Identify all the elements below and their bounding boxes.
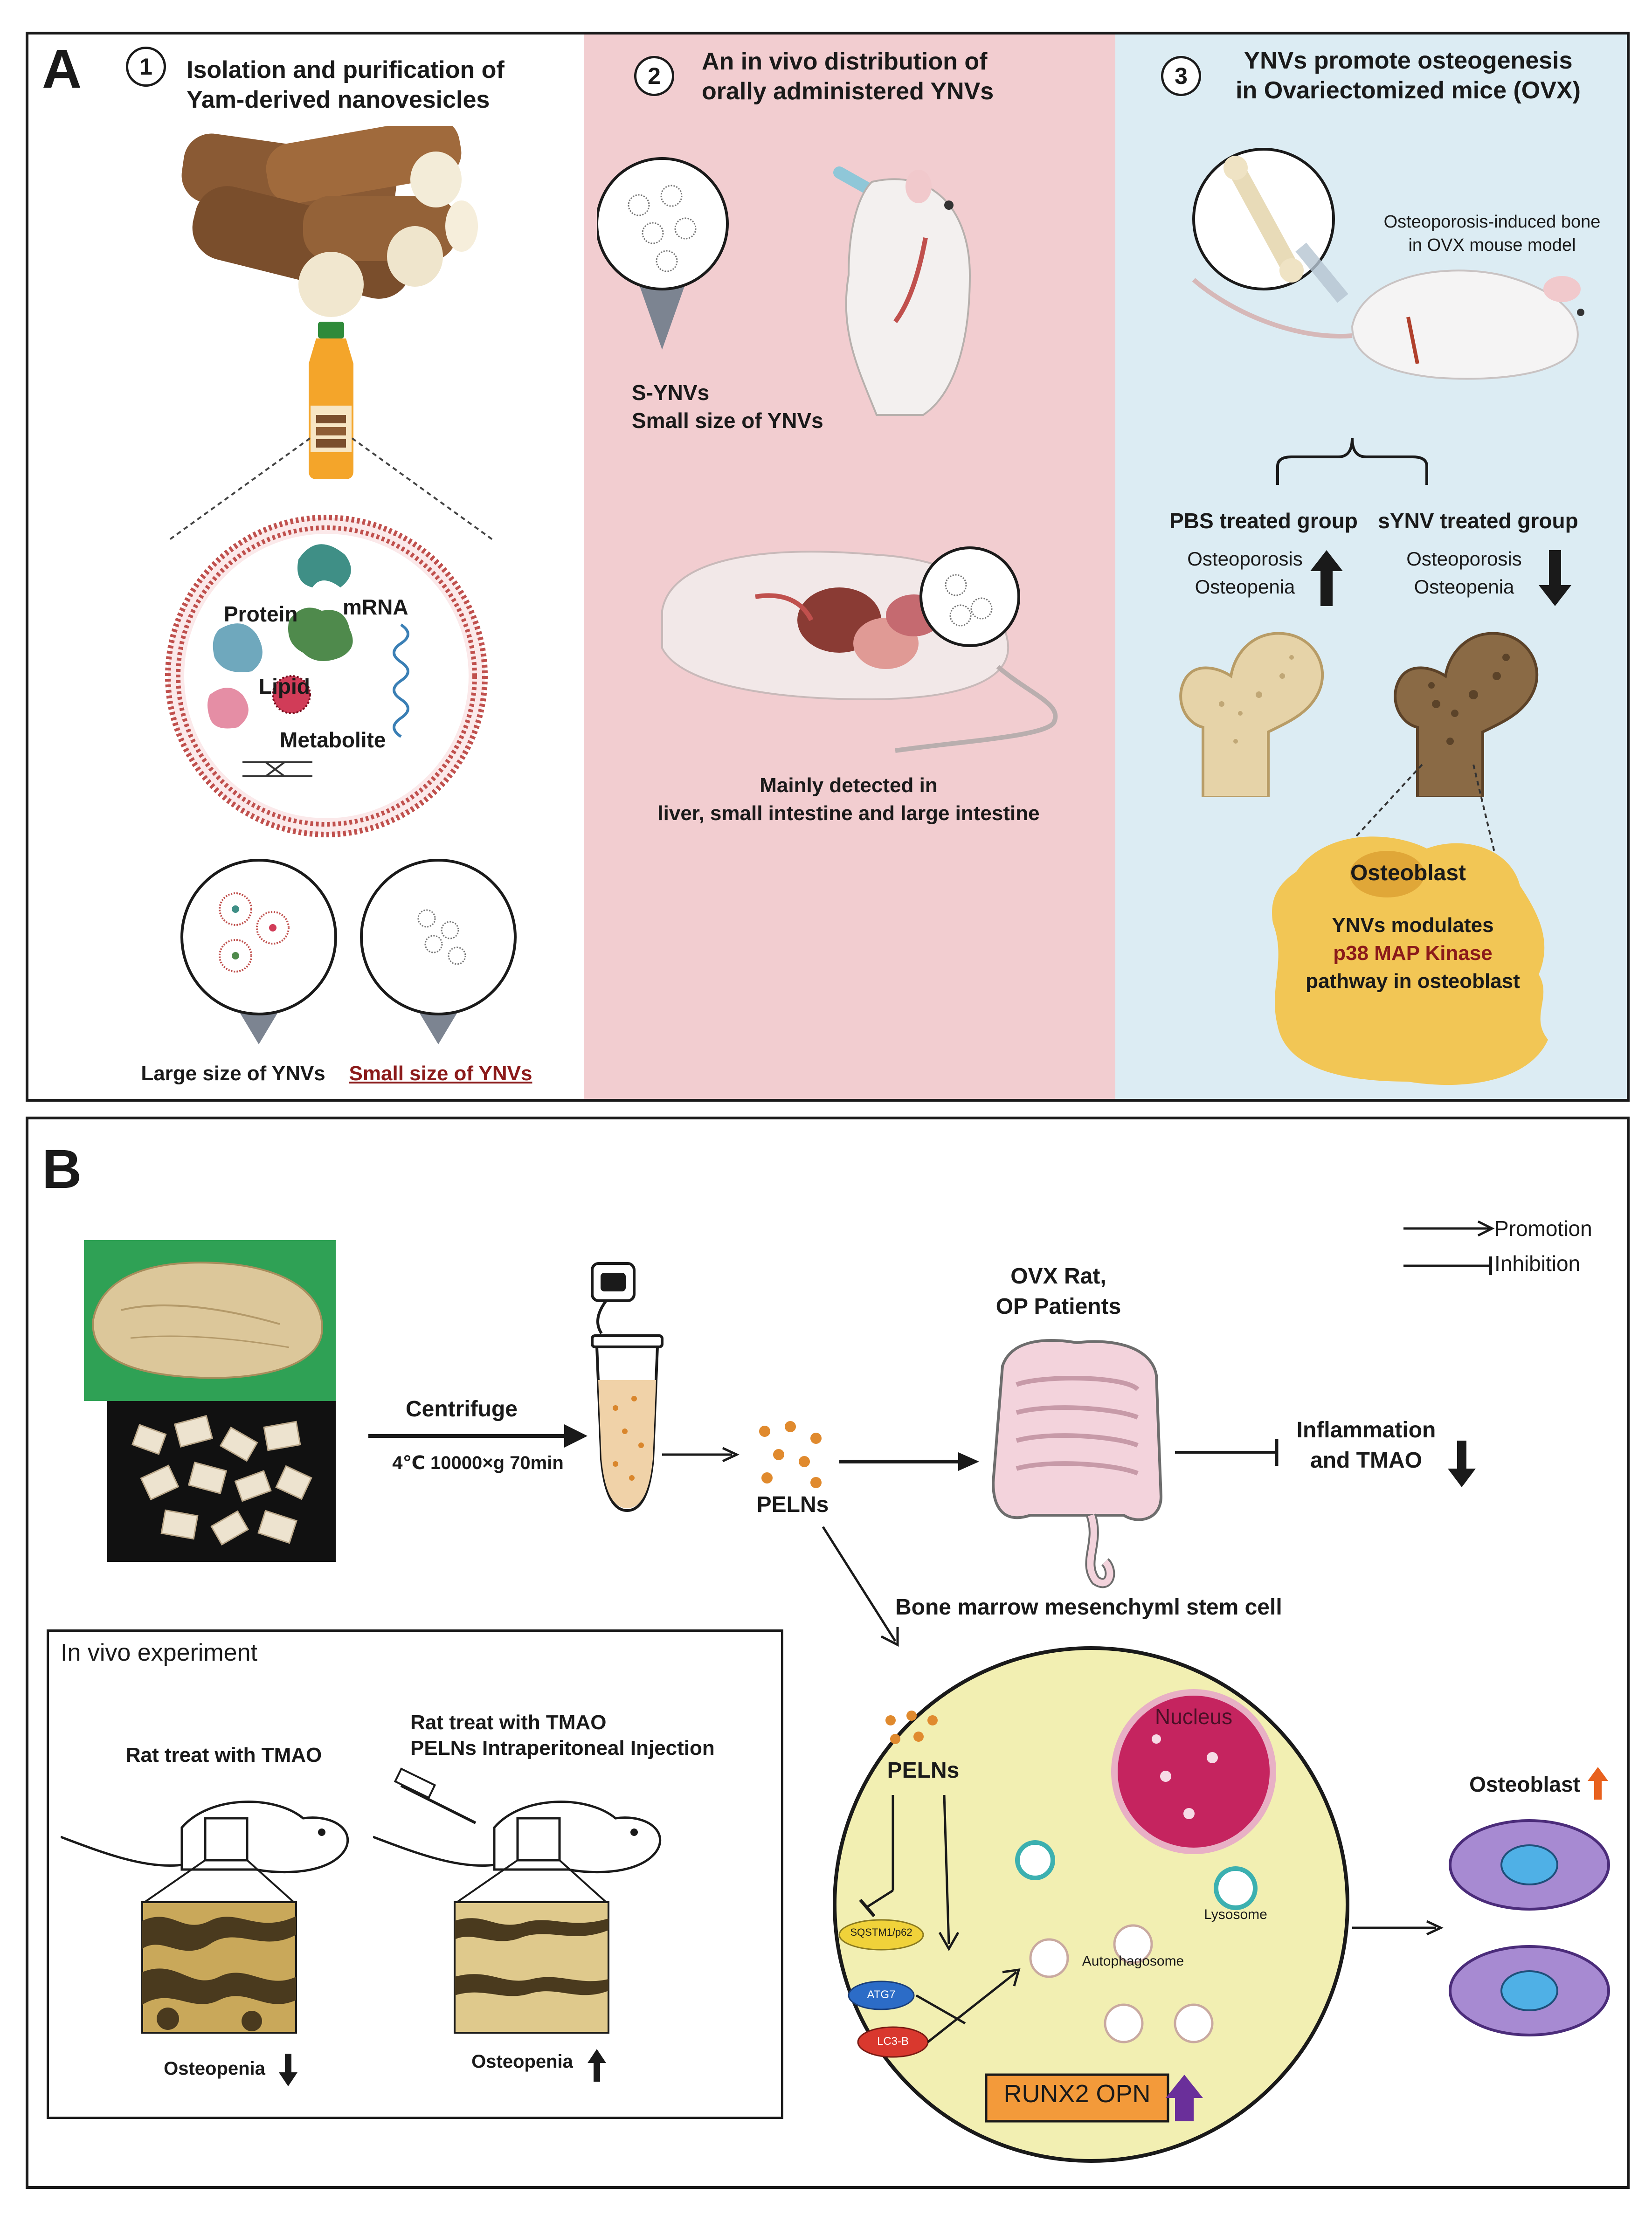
ynv-modulates-line2: p38 MAP Kinase (1333, 942, 1493, 965)
osteoblast-cell (1272, 836, 1548, 1085)
ovx-mouse-illustration (1192, 148, 1584, 380)
yam-roots-illustration (181, 126, 478, 317)
rat2-label-line2: PELNs Intraperitoneal Injection (410, 1737, 715, 1760)
osteoblast-zoom-lines (1314, 764, 1502, 882)
osteoblast-cells (1449, 1819, 1610, 2036)
col1-title-line2: Yam-derived nanovesicles (187, 86, 490, 113)
detection-label-line1: Mainly detected in (760, 774, 938, 797)
ovx-rat-label: OVX Rat, (1010, 1264, 1106, 1289)
pelns-to-gut-arrow (839, 1452, 979, 1471)
atg7-label: ATG7 (867, 1988, 896, 2001)
op-patients-label: OP Patients (995, 1294, 1121, 1319)
group-brace (1276, 438, 1428, 485)
col1-title-line1: Isolation and purification of (187, 56, 505, 83)
panel-a-frame (26, 32, 1630, 1102)
panel-b-frame (26, 1117, 1630, 2189)
synv-osteoporosis: Osteoporosis (1406, 548, 1522, 570)
juice-bottle-icon (309, 322, 353, 479)
osteopenia1-label: Osteopenia (164, 2058, 265, 2079)
osteopenia2-up-arrow-icon (588, 2049, 606, 2082)
synv-group-label: sYNV treated group (1378, 509, 1578, 533)
small-size-label: Small size of YNVs (349, 1062, 532, 1085)
synv-osteopenia: Osteopenia (1414, 576, 1514, 598)
s-ynvs-sublabel: Small size of YNVs (632, 408, 823, 433)
panel-b-letter: B (42, 1139, 82, 1200)
sqstm-label: SQSTM1/p62 (850, 1926, 912, 1938)
inflammation-down-arrow-icon (1448, 1441, 1476, 1487)
inflammation-label: Inflammation (1296, 1418, 1436, 1442)
zoom-lines-bottle (167, 437, 495, 542)
rat2-label-line1: Rat treat with TMAO (410, 1711, 607, 1734)
rat1-label: Rat treat with TMAO (125, 1744, 322, 1766)
intestine-illustration (991, 1339, 1163, 1588)
osteoblast-label-b: Osteoblast (1469, 1772, 1580, 1796)
detection-label-line2: liver, small intestine and large intesti… (657, 802, 1040, 825)
bone-note-line2: in OVX mouse model (1408, 235, 1576, 255)
osteopenia1-down-arrow-icon (279, 2054, 297, 2086)
small-ynv-magnifier (360, 859, 517, 1044)
pbs-osteoporosis: Osteoporosis (1187, 548, 1303, 570)
rat2-illustration (373, 1767, 662, 2034)
pbs-osteopenia: Osteopenia (1195, 576, 1295, 598)
yam-photo-whole (84, 1240, 336, 1401)
step-3-badge: 3 (1161, 56, 1201, 96)
nanovesicle-diagram (165, 515, 488, 837)
down-arrow-icon (1539, 550, 1571, 606)
rat1-illustration (61, 1801, 349, 2034)
lipid-label: Lipid (259, 674, 310, 698)
pelns-to-bmsc-arrow (822, 1526, 899, 1647)
invivo-title: In vivo experiment (61, 1639, 257, 1666)
pbs-group-label: PBS treated group (1169, 509, 1358, 533)
synv-femur-head (1394, 632, 1539, 797)
oral-gavage-illustration (597, 157, 971, 416)
ynv-modulates-line1: YNVs modulates (1332, 914, 1494, 937)
nucleus-label: Nucleus (1154, 1704, 1233, 1729)
legend-inhibition-label: Inhibition (1494, 1251, 1581, 1276)
panel-a-letter: A (42, 38, 82, 100)
step-2-badge: 2 (634, 56, 674, 96)
invivo-box (47, 1629, 783, 2119)
pelns-in-cell-label: PELNs (887, 1758, 960, 1783)
centrifuge-conditions: 4℃ 10000×g 70min (392, 1453, 564, 1473)
col2-title-line2: orally administered YNVs (702, 78, 994, 105)
legend-inhibition-bar (1403, 1256, 1492, 1275)
bmsc-cell (833, 1646, 1349, 2163)
large-size-label: Large size of YNVs (141, 1062, 325, 1085)
centrifuge-arrow (368, 1424, 588, 1448)
runx2-opn-label: RUNX2 OPN (1003, 2080, 1151, 2108)
autophagosome-label: Autophagosome (1082, 1953, 1184, 1969)
bone-note-line1: Osteoporosis-induced bone (1383, 212, 1601, 232)
osteopenia2-label: Osteopenia (471, 2051, 573, 2072)
pelns-label: PELNs (756, 1492, 829, 1517)
tmao-label: and TMAO (1310, 1448, 1422, 1473)
cell-to-osteoblast-arrow (1352, 1920, 1444, 1936)
col2-title-line1: An in vivo distribution of (702, 48, 988, 75)
tube-to-pelns-arrow (662, 1447, 740, 1463)
step-1-badge: 1 (126, 47, 166, 87)
col3-title-line2: in Ovariectomized mice (OVX) (1236, 77, 1581, 104)
protein-label: Protein (224, 602, 298, 626)
pelns-dots-icon (759, 1421, 822, 1488)
bmsc-label: Bone marrow mesenchyml stem cell (895, 1595, 1282, 1620)
s-ynvs-label: S-YNVs (632, 380, 710, 405)
mrna-label: mRNA (343, 595, 408, 619)
lysosome-label: Lysosome (1204, 1907, 1267, 1922)
up-arrow-icon (1310, 550, 1343, 606)
centrifuge-tube-icon (591, 1262, 664, 1512)
large-ynv-magnifier (180, 859, 337, 1044)
osteoblast-up-arrow-icon (1588, 1767, 1608, 1800)
col3-title-line1: YNVs promote osteogenesis (1244, 47, 1573, 74)
pbs-femur-head (1179, 632, 1324, 797)
ynv-modulates-line3: pathway in osteoblast (1306, 970, 1520, 993)
yam-photo-pieces (107, 1401, 336, 1562)
legend-promotion-label: Promotion (1494, 1216, 1592, 1241)
gut-inhibits-inflammation (1175, 1439, 1279, 1466)
organ-distribution-illustration (661, 546, 1058, 753)
lc3b-label: LC3-B (877, 2035, 909, 2048)
legend-promotion-arrow (1403, 1220, 1495, 1237)
osteoblast-label-a: Osteoblast (1350, 861, 1466, 885)
metabolite-label: Metabolite (280, 728, 386, 752)
centrifuge-label: Centrifuge (406, 1397, 518, 1421)
